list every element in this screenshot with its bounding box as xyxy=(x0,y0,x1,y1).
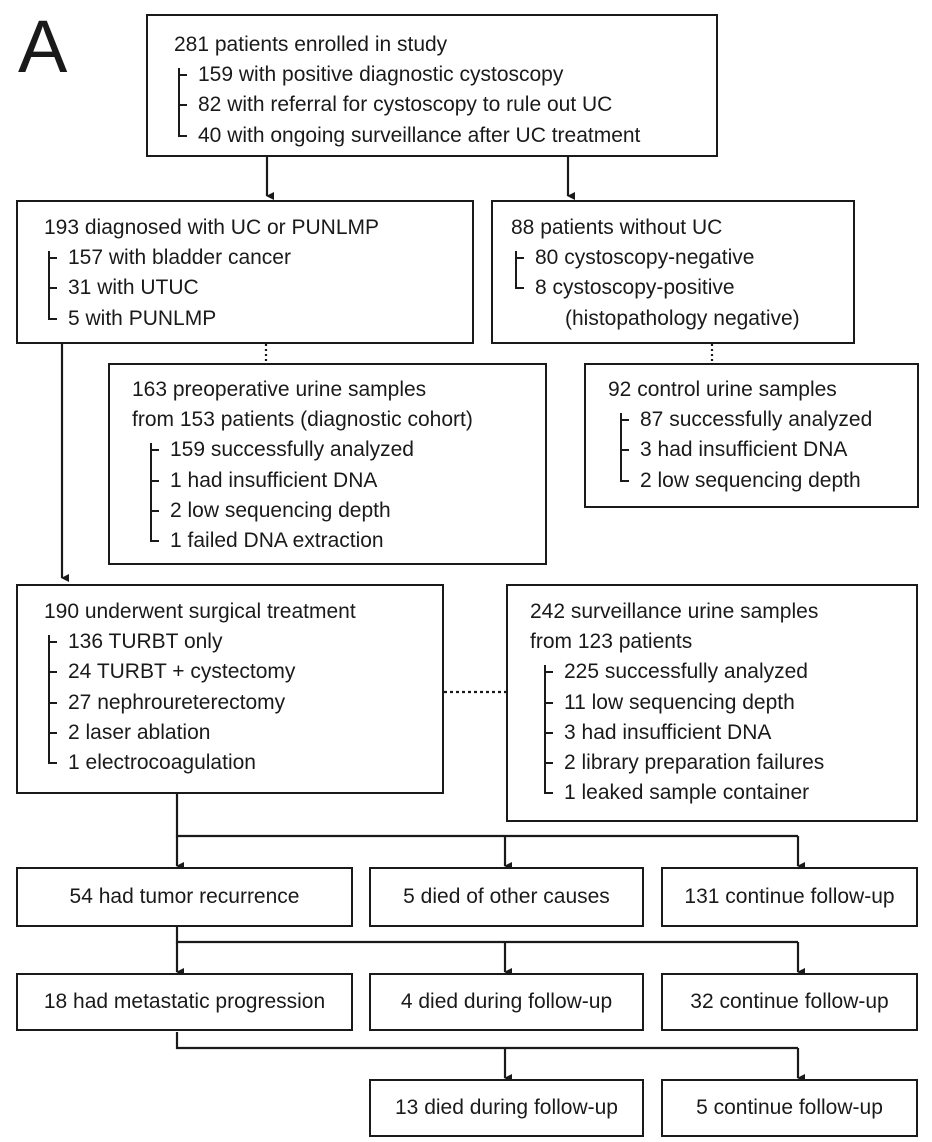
control-list: 87 successfully analyzed 3 had insuffici… xyxy=(616,405,917,496)
list-item: 159 successfully analyzed xyxy=(146,435,545,465)
enrolled-title: 281 patients enrolled in study xyxy=(174,33,448,56)
died-followup-4-box: 4 died during follow-up xyxy=(369,973,644,1031)
preoperative-list: 159 successfully analyzed 1 had insuffic… xyxy=(146,435,545,556)
control-title: 92 control urine samples xyxy=(608,378,837,401)
panel-letter: A xyxy=(18,5,68,88)
surveillance-title-line2: from 123 patients xyxy=(530,630,693,654)
surveillance-list: 225 successfully analyzed 11 low sequenc… xyxy=(540,657,916,808)
list-item: 8 cystoscopy-positive xyxy=(511,273,853,303)
died-other-causes-box: 5 died of other causes xyxy=(369,867,644,927)
preoperative-box: 163 preoperative urine samples from 153 … xyxy=(108,363,547,565)
list-item: 2 low sequencing depth xyxy=(146,496,545,526)
list-item: 157 with bladder cancer xyxy=(44,243,472,273)
without-uc-box: 88 patients without UC 80 cystoscopy-neg… xyxy=(491,200,855,344)
continue-followup-32-box: 32 continue follow-up xyxy=(661,973,918,1031)
control-box: 92 control urine samples 87 successfully… xyxy=(584,363,919,508)
diagnosed-list: 157 with bladder cancer 31 with UTUC 5 w… xyxy=(44,243,472,334)
list-item: 2 library preparation failures xyxy=(540,748,916,778)
list-item: 27 nephroureterectomy xyxy=(44,688,442,718)
list-item: 1 had insufficient DNA xyxy=(146,466,545,496)
preoperative-title-line2: from 153 patients (diagnostic cohort) xyxy=(132,408,473,432)
without-uc-title: 88 patients without UC xyxy=(511,216,723,239)
diagnosed-title: 193 diagnosed with UC or PUNLMP xyxy=(44,216,379,239)
diagnosed-box: 193 diagnosed with UC or PUNLMP 157 with… xyxy=(16,200,474,344)
list-item: 82 with referral for cystoscopy to rule … xyxy=(174,90,716,120)
list-item: 136 TURBT only xyxy=(44,627,442,657)
list-item: 31 with UTUC xyxy=(44,273,472,303)
without-uc-list: 80 cystoscopy-negative 8 cystoscopy-posi… xyxy=(511,243,853,303)
died-followup-13-box: 13 died during follow-up xyxy=(369,1079,644,1137)
surgical-title: 190 underwent surgical treatment xyxy=(44,600,356,623)
branch-level-2 xyxy=(175,926,798,944)
list-item: 87 successfully analyzed xyxy=(616,405,917,435)
list-item: 3 had insufficient DNA xyxy=(540,718,916,748)
surgical-box: 190 underwent surgical treatment 136 TUR… xyxy=(16,584,444,794)
list-item: 11 low sequencing depth xyxy=(540,688,916,718)
list-item: 80 cystoscopy-negative xyxy=(511,243,853,273)
branch-level-3 xyxy=(175,1032,798,1050)
recurrence-box: 54 had tumor recurrence xyxy=(16,867,353,927)
list-item: 2 laser ablation xyxy=(44,718,442,748)
continue-followup-5-box: 5 continue follow-up xyxy=(661,1079,918,1137)
surgical-list: 136 TURBT only 24 TURBT + cystectomy 27 … xyxy=(44,627,442,778)
list-item: 40 with ongoing surveillance after UC tr… xyxy=(174,121,716,151)
enrolled-box: 281 patients enrolled in study 159 with … xyxy=(146,14,718,157)
continue-followup-131-box: 131 continue follow-up xyxy=(661,867,918,927)
list-item: 3 had insufficient DNA xyxy=(616,435,917,465)
list-item: 2 low sequencing depth xyxy=(616,466,917,496)
list-item: 225 successfully analyzed xyxy=(540,657,916,687)
surveillance-title-line1: 242 surveillance urine samples xyxy=(530,600,819,623)
surveillance-box: 242 surveillance urine samples from 123 … xyxy=(506,584,918,822)
list-item: 1 failed DNA extraction xyxy=(146,526,545,556)
without-uc-continuation: (histopathology negative) xyxy=(565,306,800,330)
list-item: 159 with positive diagnostic cystoscopy xyxy=(174,60,716,90)
list-item: 1 leaked sample container xyxy=(540,778,916,808)
list-item: 24 TURBT + cystectomy xyxy=(44,657,442,687)
metastatic-box: 18 had metastatic progression xyxy=(16,973,353,1031)
list-item: 1 electrocoagulation xyxy=(44,748,442,778)
preoperative-title-line1: 163 preoperative urine samples xyxy=(132,378,427,401)
enrolled-list: 159 with positive diagnostic cystoscopy … xyxy=(174,60,716,151)
list-item: 5 with PUNLMP xyxy=(44,304,472,334)
